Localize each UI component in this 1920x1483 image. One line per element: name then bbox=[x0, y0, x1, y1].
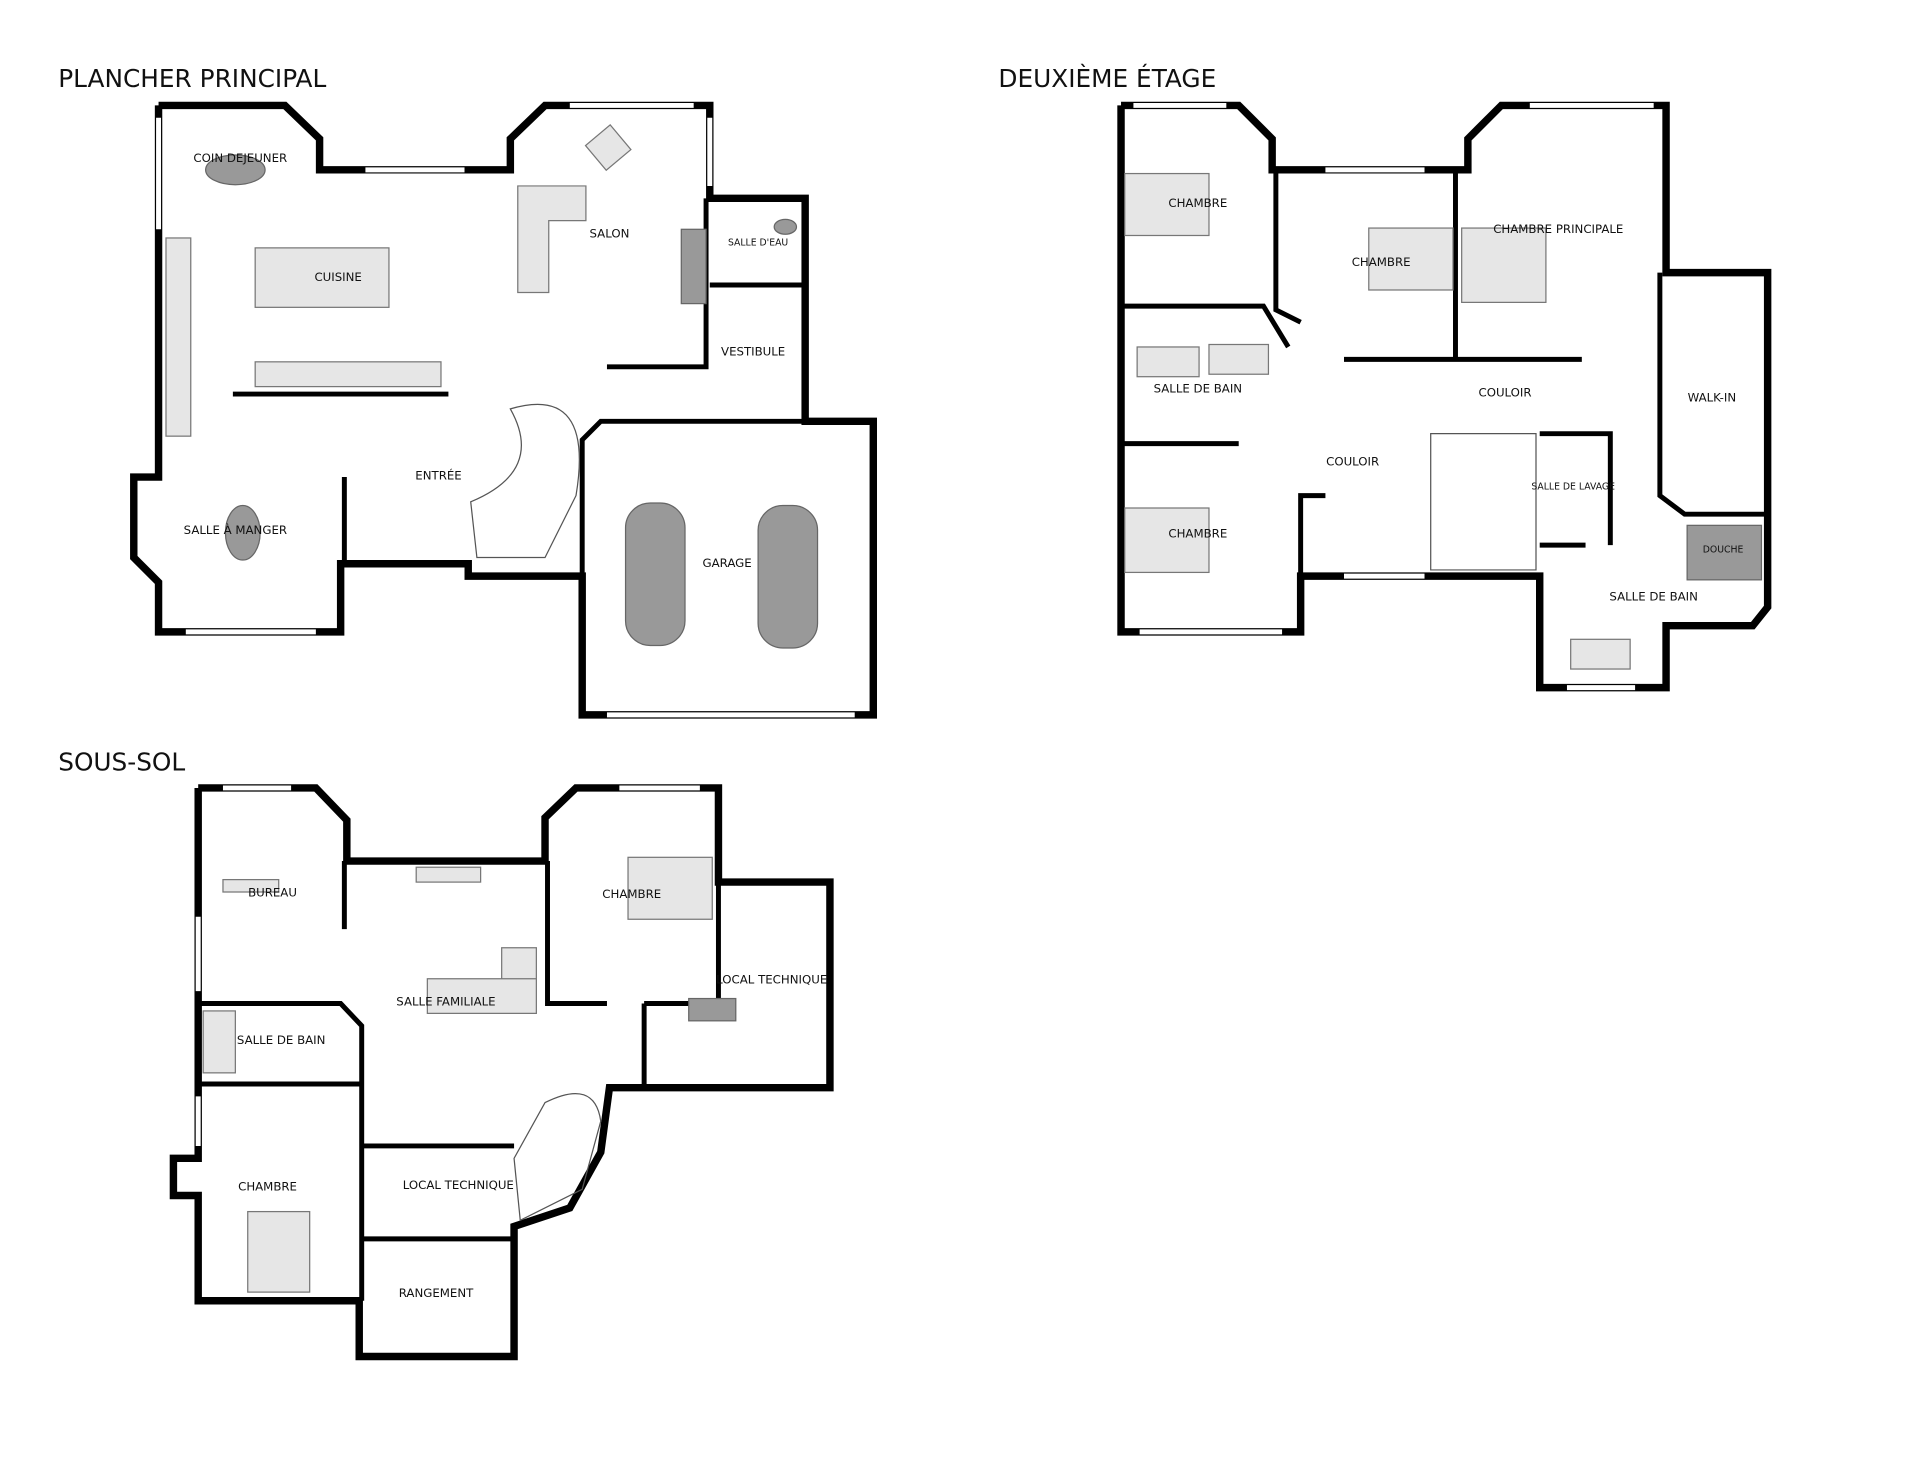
bed bbox=[627, 856, 713, 920]
kitchen-counter bbox=[254, 361, 442, 388]
room-label: CUISINE bbox=[314, 270, 361, 284]
second-floor-exterior-walls bbox=[1117, 101, 1772, 692]
room-label: CHAMBRE bbox=[238, 1179, 297, 1193]
main-floor-title: PLANCHER PRINCIPAL bbox=[58, 64, 326, 93]
basement-title: SOUS-SOL bbox=[58, 748, 185, 777]
kitchen-counter bbox=[165, 237, 192, 437]
interior-wall bbox=[545, 861, 607, 1006]
tv-console bbox=[415, 866, 482, 883]
desk bbox=[222, 878, 280, 893]
room-label: GARAGE bbox=[703, 556, 752, 570]
stairs bbox=[513, 1093, 602, 1222]
bed bbox=[1124, 507, 1210, 574]
room-label: VESTIBULE bbox=[721, 344, 785, 358]
room-label: RANGEMENT bbox=[399, 1286, 474, 1300]
interior-wall bbox=[1657, 272, 1768, 517]
room-label: COIN DEJEUNER bbox=[193, 151, 287, 165]
room-label: CHAMBRE bbox=[1168, 527, 1227, 541]
bed bbox=[1368, 227, 1454, 291]
bathtub bbox=[1570, 638, 1631, 670]
room-label: CHAMBRE bbox=[602, 887, 661, 901]
breakfast-table bbox=[205, 154, 266, 186]
shower-area bbox=[1686, 524, 1763, 581]
room-label: CHAMBRE bbox=[1352, 255, 1411, 269]
sofa bbox=[426, 947, 537, 1015]
room-label: CHAMBRE PRINCIPALE bbox=[1493, 222, 1623, 236]
bed bbox=[1461, 227, 1547, 303]
room-label: COULOIR bbox=[1479, 385, 1532, 399]
dining-table bbox=[224, 504, 261, 561]
room-label: ENTRÉE bbox=[415, 467, 461, 482]
room-label: BUREAU bbox=[248, 886, 297, 900]
interior-wall bbox=[1273, 169, 1302, 325]
room-label: SALLE DE LAVAGE bbox=[1531, 481, 1615, 492]
main-floor-plan: PLANCHER PRINCIPAL COIN DEJEUNER CUISINE… bbox=[58, 64, 878, 719]
stairs bbox=[1430, 433, 1537, 571]
room-label: LOCAL TECHNIQUE bbox=[716, 972, 827, 986]
bathtub bbox=[1136, 346, 1200, 378]
car bbox=[757, 504, 819, 649]
fireplace bbox=[680, 228, 707, 305]
room-label: CHAMBRE bbox=[1168, 196, 1227, 210]
interior-wall bbox=[1121, 303, 1291, 349]
room-label: LOCAL TECHNIQUE bbox=[403, 1178, 514, 1192]
room-label: SALLE DE BAIN bbox=[1154, 382, 1243, 396]
room-label: DOUCHE bbox=[1703, 545, 1744, 556]
sofa bbox=[517, 185, 587, 294]
room-label: SALLE DE BAIN bbox=[237, 1033, 326, 1047]
interior-wall bbox=[579, 418, 806, 577]
shower bbox=[1208, 343, 1270, 375]
second-floor-plan: DEUXIÈME ÉTAGE CHAMBRE CHAMBRE CHAMBRE P… bbox=[998, 64, 1772, 692]
stairs bbox=[470, 403, 580, 559]
interior-wall bbox=[1298, 493, 1326, 577]
equipment bbox=[688, 997, 737, 1022]
room-label: SALLE À MANGER bbox=[184, 522, 287, 537]
basement-plan: SOUS-SOL BUREAU CHAMBRE LOCAL TECHNIQUE … bbox=[58, 748, 834, 1361]
bed bbox=[1124, 172, 1210, 237]
room-label: SALLE D'EAU bbox=[728, 237, 788, 248]
second-floor-title: DEUXIÈME ÉTAGE bbox=[998, 64, 1216, 93]
car bbox=[624, 502, 686, 647]
kitchen-island bbox=[254, 247, 390, 308]
room-label: SALON bbox=[589, 227, 629, 241]
armchair bbox=[584, 123, 632, 172]
shower bbox=[202, 1010, 236, 1074]
bed bbox=[247, 1210, 311, 1293]
toilet bbox=[773, 218, 798, 235]
room-label: SALLE DE BAIN bbox=[1609, 590, 1698, 604]
room-label: SALLE FAMILIALE bbox=[396, 995, 495, 1009]
room-label: WALK-IN bbox=[1688, 390, 1737, 404]
room-label: COULOIR bbox=[1326, 455, 1379, 469]
main-floor-exterior-walls bbox=[130, 101, 878, 719]
interior-wall bbox=[1539, 431, 1613, 546]
